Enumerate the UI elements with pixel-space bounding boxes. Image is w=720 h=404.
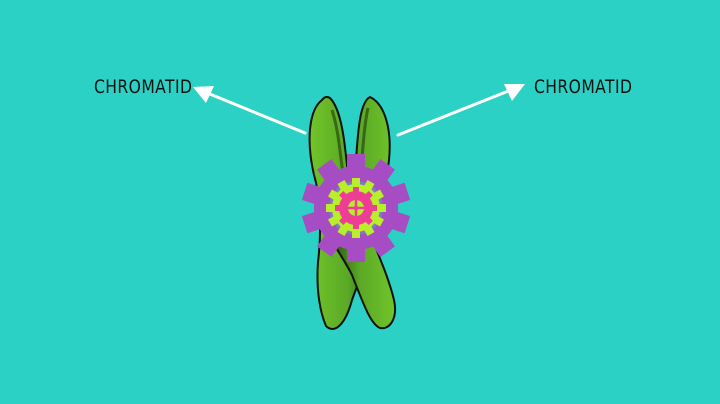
gear-inner [335,187,377,229]
chromatid-label-left: CHROMATID [94,76,193,98]
arrow-left [193,86,307,135]
gear-icon [301,154,411,262]
chromatid-label-right: CHROMATID [534,76,633,98]
arrow-right [396,84,525,137]
